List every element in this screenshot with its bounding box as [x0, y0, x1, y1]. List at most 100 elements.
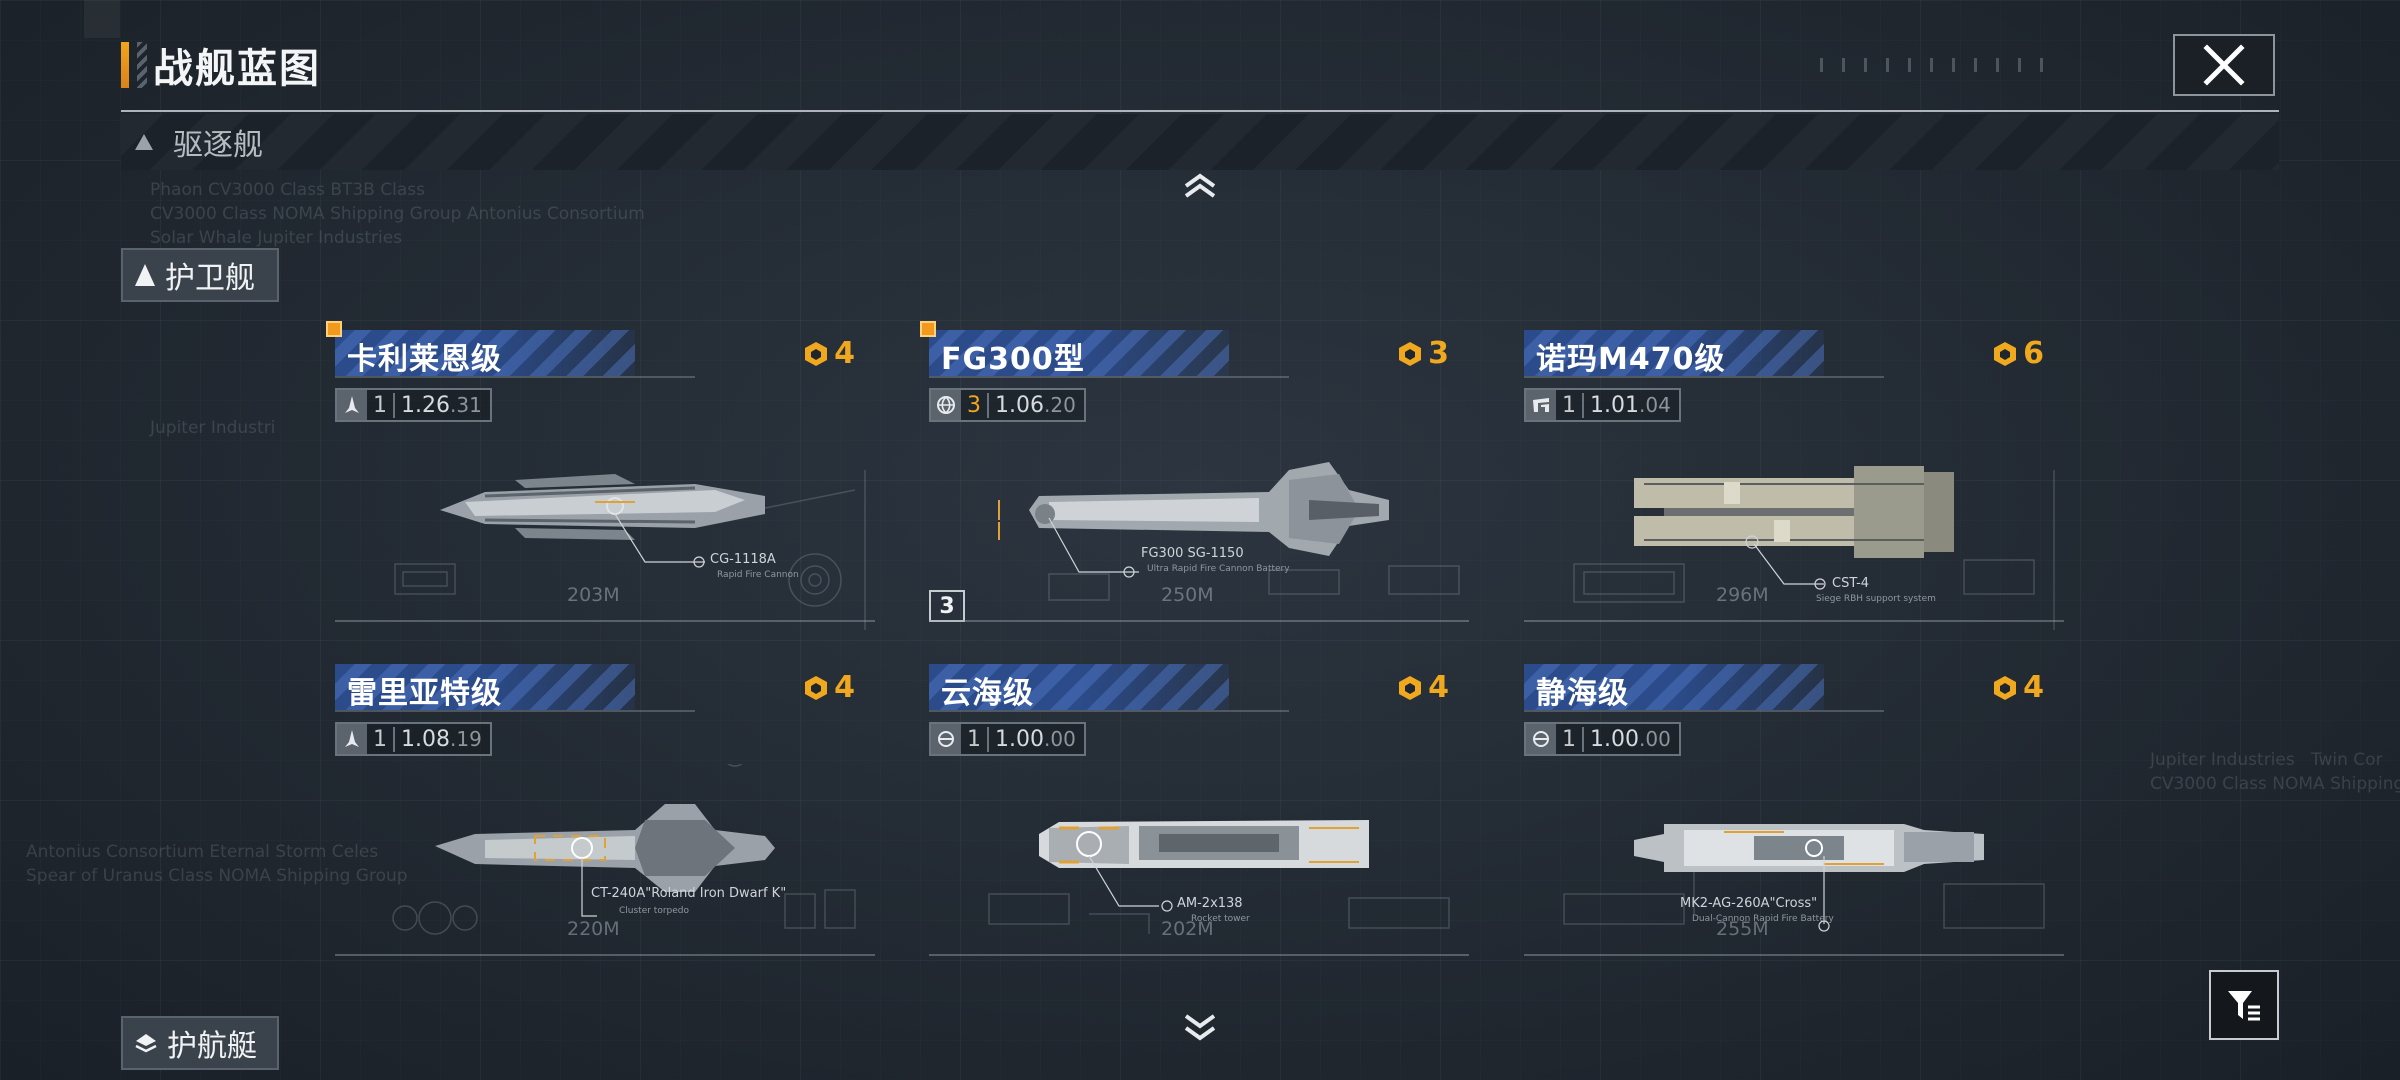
ship-ratio: 1.01.04	[1584, 393, 1679, 418]
ratio-decimal: .00	[1043, 726, 1076, 751]
ship-cost: 3	[1396, 336, 1449, 371]
ship-ratio: 1.26.31	[395, 393, 490, 418]
cost-value: 4	[2023, 670, 2044, 705]
category-escort-tab[interactable]: 护卫舰	[121, 248, 279, 302]
category-corvette-label: 护航艇	[167, 1029, 257, 1064]
ship-stats: 1 1.01.04	[1524, 388, 1681, 422]
ship-stats: 1 1.00.00	[1524, 722, 1681, 756]
ship-length: 296M	[1716, 584, 1769, 606]
triangle-icon	[135, 264, 155, 286]
ship-ratio: 1.00.00	[1584, 727, 1679, 752]
filter-button[interactable]	[2209, 970, 2279, 1040]
ratio-decimal: .04	[1638, 392, 1671, 417]
ship-card-reliat[interactable]: 雷里亚特级 4 1 1.08.19 CT-240A"Roland Iron Dw…	[335, 664, 875, 964]
corner-decoration	[84, 0, 120, 38]
ship-schematic	[392, 764, 856, 935]
owned-count-badge: 3	[929, 590, 965, 622]
ratio-decimal: .19	[449, 726, 482, 751]
new-indicator	[326, 321, 342, 337]
ship-length: 202M	[1161, 918, 1214, 940]
command-points-icon	[1399, 675, 1422, 700]
cloud-icon	[1526, 724, 1556, 754]
weapon-label: MK2-AG-260A"Cross"	[1680, 896, 1818, 911]
ship-level: 1	[367, 392, 395, 418]
rocket-icon	[337, 724, 367, 754]
ship-name: FG300型	[941, 342, 1085, 377]
schematic-baseline	[929, 954, 1469, 956]
ship-card-jinghai[interactable]: 静海级 4 1 1.00.00 MK2-AG-260A"Cross" Dual-…	[1524, 664, 2064, 964]
ship-schematic	[998, 462, 1460, 601]
name-banner	[1524, 664, 1824, 710]
new-indicator	[920, 321, 936, 337]
cost-value: 4	[834, 670, 855, 705]
command-points-icon	[805, 341, 828, 366]
globe-icon	[931, 390, 961, 420]
ship-card-fg300[interactable]: FG300型 3 3 1.06.20 FG300 SG-1150 Ultra R…	[929, 330, 1469, 630]
rocket-icon	[337, 390, 367, 420]
ship-name: 卡利莱恩级	[347, 342, 502, 377]
triangle-icon	[135, 134, 153, 150]
cost-value: 4	[834, 336, 855, 371]
ship-level: 1	[1556, 392, 1584, 418]
cost-value: 6	[2023, 336, 2044, 371]
ship-schematic	[988, 820, 1450, 934]
page-header: 战舰蓝图	[121, 40, 321, 92]
category-destroyer-bar[interactable]: 驱逐舰	[121, 114, 2279, 170]
ship-schematic	[394, 470, 866, 630]
name-banner	[335, 330, 635, 376]
ratio-decimal: .00	[1638, 726, 1671, 751]
scroll-up-chevron-icon[interactable]	[1180, 172, 1220, 202]
ratio-main: 1.00	[1590, 726, 1639, 752]
ratio-main: 1.06	[995, 392, 1044, 418]
ship-name: 云海级	[941, 676, 1034, 711]
ratio-main: 1.00	[995, 726, 1044, 752]
ship-cost: 6	[1991, 336, 2044, 371]
ship-level: 3	[961, 392, 989, 418]
close-button[interactable]	[2173, 34, 2275, 96]
ship-length: 250M	[1161, 584, 1214, 606]
weapon-label: CST-4	[1832, 576, 1870, 591]
weapon-sublabel: Ultra Rapid Fire Cannon Battery	[1147, 564, 1290, 574]
ratio-decimal: .31	[449, 392, 482, 417]
ship-cost: 4	[802, 336, 855, 371]
schematic-baseline	[1524, 620, 2064, 622]
weapon-sublabel: Dual-Cannon Rapid Fire Battery	[1692, 914, 1834, 924]
category-corvette-tab[interactable]: 护航艇	[121, 1016, 279, 1070]
name-banner	[335, 664, 635, 710]
schematic-baseline	[335, 954, 875, 956]
cost-value: 4	[1428, 670, 1449, 705]
name-banner	[1524, 330, 1824, 376]
header-divider	[121, 110, 2279, 112]
ratio-main: 1.26	[401, 392, 450, 418]
name-underline	[335, 710, 695, 712]
ship-schematic	[1573, 466, 2055, 630]
name-underline	[335, 376, 695, 378]
ratio-main: 1.01	[1590, 392, 1639, 418]
cloud-icon	[931, 724, 961, 754]
ship-ratio: 1.00.00	[989, 727, 1084, 752]
command-points-icon	[805, 675, 828, 700]
name-underline	[1524, 376, 1884, 378]
weapon-label: FG300 SG-1150	[1141, 546, 1244, 561]
command-points-icon	[1399, 341, 1422, 366]
command-points-icon	[1994, 341, 2017, 366]
name-banner	[929, 330, 1229, 376]
background-text-left-small: Jupiter Industri	[150, 418, 276, 438]
ship-card-noma-m470[interactable]: 诺玛M470级 6 1 1.01.04 CST-4 Siege RBH supp…	[1524, 330, 2064, 630]
background-text-mid-right: Jupiter Industries Twin Cor CV3000 Class…	[2150, 750, 2400, 794]
ship-card-yunhai[interactable]: 云海级 4 1 1.00.00 AM-2x138 Rocket tower 20…	[929, 664, 1469, 964]
name-underline	[929, 376, 1289, 378]
name-underline	[929, 710, 1289, 712]
weapon-sublabel: Cluster torpedo	[619, 906, 690, 916]
ship-ratio: 1.06.20	[989, 393, 1084, 418]
filter-icon	[2228, 991, 2260, 1021]
scroll-down-chevron-icon[interactable]	[1180, 1010, 1220, 1044]
ship-stats: 1 1.00.00	[929, 722, 1086, 756]
ship-stats: 1 1.26.31	[335, 388, 492, 422]
name-underline	[1524, 710, 1884, 712]
cost-value: 3	[1428, 336, 1449, 371]
title-accent-bar	[121, 42, 129, 88]
weapon-sublabel: Rapid Fire Cannon	[717, 570, 799, 580]
ratio-decimal: .20	[1043, 392, 1076, 417]
ship-card-callian[interactable]: 卡利莱恩级 4 1 1.26.31 CG-1118A Rapid Fire Ca…	[335, 330, 875, 630]
